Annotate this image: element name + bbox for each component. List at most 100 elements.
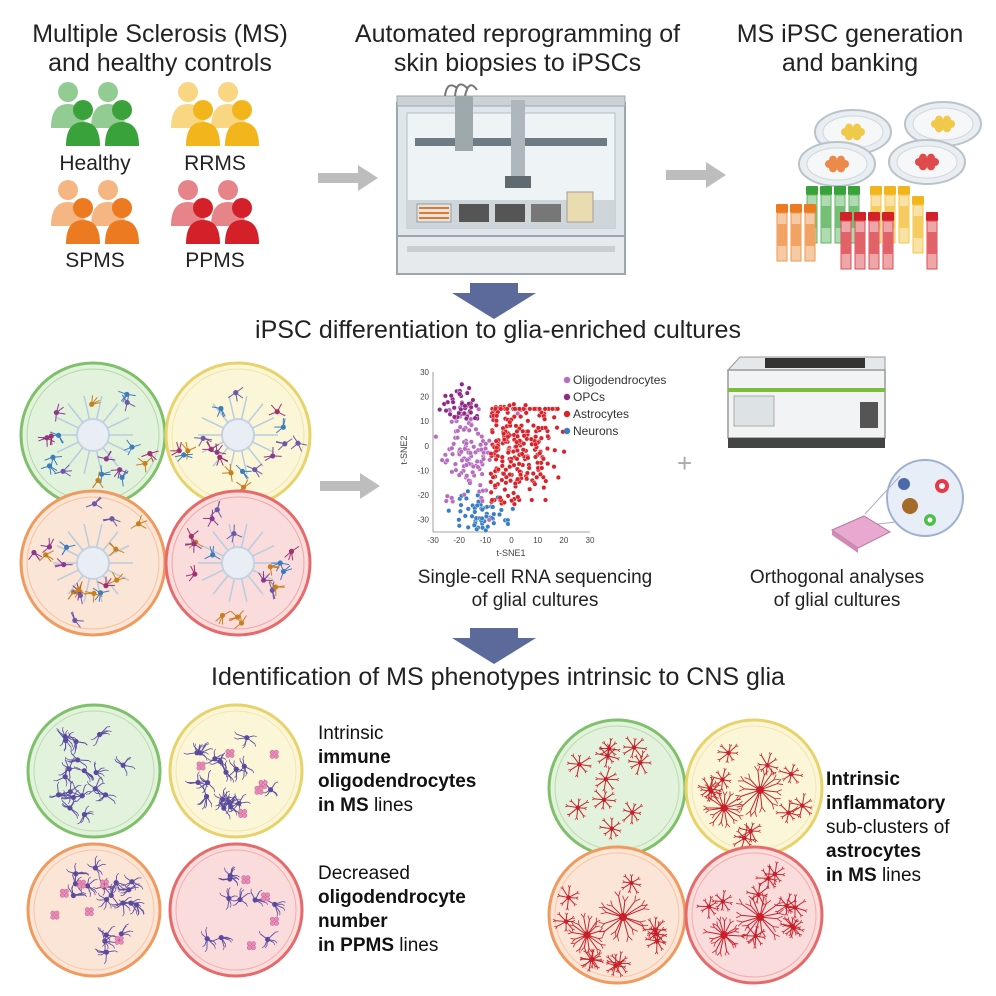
cryovial-tube-icon	[898, 186, 910, 244]
microplate-assay-icon	[830, 459, 964, 553]
tsne-point	[462, 403, 468, 409]
step1-title-line2: and healthy controls	[48, 49, 272, 77]
tsne-point	[532, 481, 538, 487]
tsne-point	[521, 441, 527, 447]
tsne-point	[494, 445, 500, 451]
note1-line1: Intrinsic	[318, 723, 384, 744]
tsne-point	[545, 433, 551, 439]
tsne-point	[441, 401, 447, 407]
tsne-point	[433, 434, 439, 440]
astrocyte-dish-icon	[684, 845, 824, 985]
note2-line4-bold: in PPMS	[318, 935, 395, 956]
tsne-point	[479, 471, 485, 477]
tsne-point	[483, 513, 489, 519]
tsne-point	[514, 439, 520, 445]
tsne-point	[537, 471, 543, 477]
tsne-point	[541, 485, 547, 491]
tsne-point	[449, 445, 455, 451]
cryovial-tube-icon	[840, 212, 852, 270]
tsne-y-tick-label: -20	[417, 491, 429, 500]
tsne-point	[493, 438, 499, 444]
group-label-ppms: PPMS	[185, 249, 245, 272]
tsne-point	[525, 455, 531, 461]
tsne-x-tick-label: 0	[509, 536, 514, 545]
tsne-point	[483, 445, 489, 451]
plus-sign: +	[677, 448, 693, 478]
tsne-point	[470, 469, 476, 475]
tsne-legend-label: OPCs	[573, 390, 605, 404]
note2-line4-rest: lines	[394, 935, 439, 956]
tsne-point	[516, 406, 522, 412]
tsne-point	[501, 437, 507, 443]
cryovial-tube-icon	[912, 196, 924, 254]
tsne-point	[452, 461, 458, 467]
tsne-point	[561, 449, 567, 455]
tsne-point	[468, 410, 474, 416]
tsne-point	[465, 524, 471, 530]
tsne-point	[463, 495, 469, 501]
tsne-point	[524, 476, 530, 482]
tsne-point	[459, 381, 465, 387]
tsne-point	[444, 493, 450, 499]
tsne-point	[489, 497, 495, 503]
tsne-point	[464, 390, 470, 396]
tsne-point	[451, 414, 457, 420]
tsne-point	[451, 441, 457, 447]
oligodendrocyte-dish-icon	[26, 703, 162, 839]
tsne-point	[511, 501, 517, 507]
tsne-point	[524, 436, 530, 442]
tsne-point	[505, 434, 511, 440]
tsne-point	[462, 446, 468, 452]
tsne-point	[508, 459, 514, 465]
orthogonal-caption: Orthogonal analyses of glial cultures	[712, 566, 962, 612]
tsne-point	[552, 447, 558, 453]
astrocyte-inflammatory-note: Intrinsic inflammatory sub-clusters of a…	[826, 768, 950, 888]
arrow-down-icon	[452, 628, 536, 664]
tsne-point	[498, 507, 504, 513]
tsne-point	[456, 410, 462, 416]
tsne-point	[540, 456, 546, 462]
tsne-point	[533, 441, 539, 447]
tsne-point	[491, 520, 497, 526]
note3-line2: inflammatory	[826, 793, 946, 814]
tsne-legend-swatch	[563, 393, 571, 401]
tsne-point	[483, 527, 489, 533]
tsne-point	[465, 488, 471, 494]
step1-title-line1: Multiple Sclerosis (MS)	[32, 20, 288, 48]
tsne-point	[514, 428, 520, 434]
tsne-point	[555, 406, 561, 412]
tsne-point	[463, 440, 469, 446]
tsne-point	[511, 414, 517, 420]
tsne-point	[461, 410, 467, 416]
group-label-rrms: RRMS	[184, 152, 246, 175]
tsne-point	[488, 471, 494, 477]
tsne-point	[462, 513, 468, 519]
tsne-x-tick-label: -30	[427, 536, 439, 545]
tsne-point	[503, 474, 509, 480]
tsne-point	[543, 478, 549, 484]
tsne-y-tick-label: 0	[425, 442, 430, 451]
tsne-legend-label: Astrocytes	[573, 407, 629, 421]
tsne-point	[442, 452, 448, 458]
tsne-point	[474, 502, 480, 508]
tsne-point	[450, 399, 456, 405]
orthogonal-caption-line1: Orthogonal analyses	[749, 567, 925, 588]
people-group-icon	[171, 180, 259, 244]
tsne-point	[470, 397, 476, 403]
tsne-point	[528, 436, 534, 442]
tsne-point	[534, 474, 540, 480]
tsne-point	[504, 406, 510, 412]
tsne-point	[512, 481, 518, 487]
tsne-point	[543, 425, 549, 431]
tsne-point	[511, 462, 517, 468]
tsne-point	[458, 502, 464, 508]
patient-groups-illustration	[51, 82, 259, 244]
tsne-point	[461, 492, 467, 498]
tsne-x-tick-label: -20	[453, 536, 465, 545]
note3-line4: astrocytes	[826, 841, 922, 862]
tsne-point	[447, 411, 453, 417]
automated-reprogramming-robot-icon	[396, 83, 626, 275]
oligodendrocyte-dish-icon	[168, 842, 304, 978]
tsne-point	[527, 406, 533, 412]
